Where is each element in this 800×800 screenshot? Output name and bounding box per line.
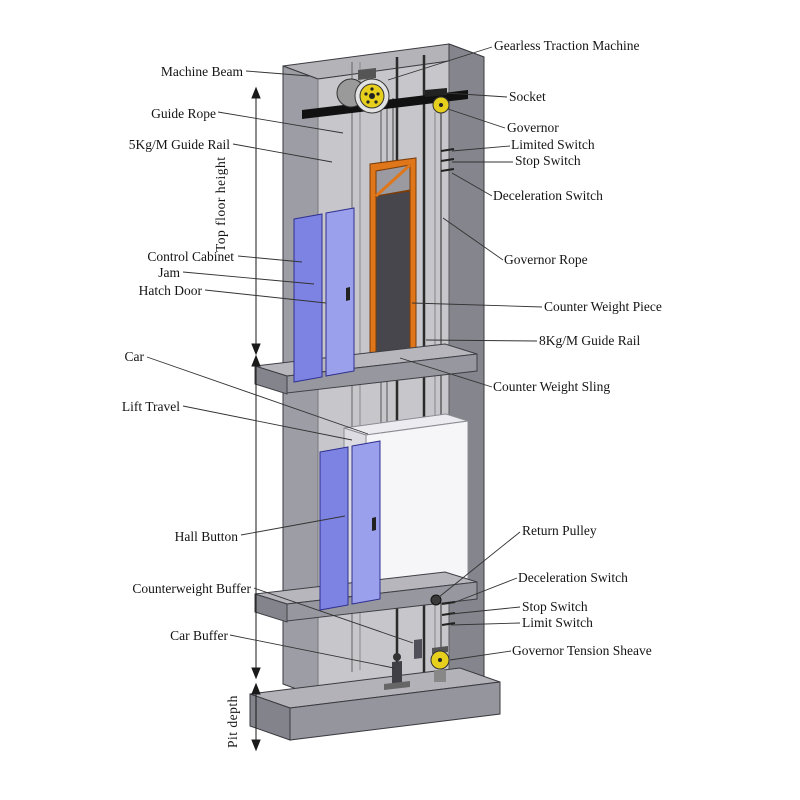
label-jam: Jam xyxy=(158,265,180,280)
leader-counter-weight-sling xyxy=(399,357,493,388)
label-counter-weight-sling: Counter Weight Sling xyxy=(493,379,611,394)
dimension-line xyxy=(251,86,261,752)
upper-door-left-leaf xyxy=(293,213,323,383)
lower-door-left-leaf xyxy=(319,446,349,611)
label-limit-switch: Limit Switch xyxy=(522,615,593,630)
car-buffer-body xyxy=(392,661,402,685)
leader-governor-tension-sheave xyxy=(449,650,512,661)
label-socket: Socket xyxy=(509,89,546,104)
leader-governor-rope xyxy=(442,217,504,261)
label-governor-rope: Governor Rope xyxy=(504,252,588,267)
label-stop-switch-top: Stop Switch xyxy=(515,153,581,168)
label-machine-beam: Machine Beam xyxy=(160,64,243,79)
leader-guide-rail-5kg xyxy=(232,143,333,163)
leader-car-buffer xyxy=(229,634,395,669)
leader-limit-switch xyxy=(450,622,521,626)
label-counterweight-buffer: Counterweight Buffer xyxy=(132,581,251,596)
oil-cup xyxy=(393,653,401,661)
leader-machine-beam xyxy=(245,70,310,77)
counterweight-buffer xyxy=(414,639,422,659)
machine-assembly xyxy=(302,68,468,119)
leader-control-cabinet xyxy=(237,255,303,263)
socket-box xyxy=(425,88,447,97)
label-counter-weight-piece: Counter Weight Piece xyxy=(544,299,662,314)
leader-hatch-door xyxy=(204,289,327,304)
label-limited-switch: Limited Switch xyxy=(511,137,595,152)
label-guide-rope: Guide Rope xyxy=(151,106,216,121)
lower-switches xyxy=(441,601,456,626)
leader-lift-travel xyxy=(182,405,353,441)
upper-door-right-leaf xyxy=(325,207,355,377)
label-car-buffer: Car Buffer xyxy=(170,628,228,643)
leader-limited-switch xyxy=(451,145,511,152)
label-control-cabinet: Control Cabinet xyxy=(147,249,234,264)
label-top-floor-height: Top floor height xyxy=(213,156,228,252)
label-hall-button: Hall Button xyxy=(174,529,238,544)
label-governor: Governor xyxy=(507,120,559,135)
lower-hatch-door xyxy=(319,440,381,611)
label-guide-rail-5kg: 5Kg/M Guide Rail xyxy=(128,137,230,152)
label-guide-rail-8kg: 8Kg/M Guide Rail xyxy=(539,333,641,348)
leader-car xyxy=(146,356,369,435)
lower-door-right-leaf xyxy=(351,440,381,605)
leader-hall-button xyxy=(240,515,346,536)
label-governor-tension-sheave: Governor Tension Sheave xyxy=(512,643,652,658)
car-buffer-base xyxy=(384,681,410,690)
leader-return-pulley xyxy=(438,531,521,598)
leader-gearless-machine xyxy=(387,46,493,81)
leader-governor xyxy=(447,108,506,129)
upper-switches xyxy=(440,148,455,172)
pit-equipment xyxy=(384,594,450,690)
leader-counter-weight-piece xyxy=(411,302,543,308)
label-deceleration-switch-bottom: Deceleration Switch xyxy=(518,570,628,585)
machine-bracket xyxy=(358,68,376,80)
label-deceleration-switch-top: Deceleration Switch xyxy=(493,188,603,203)
leader-counterweight-buffer xyxy=(253,587,414,644)
leader-jam xyxy=(182,271,315,285)
leader-guide-rail-8kg xyxy=(425,339,538,342)
leader-stop-switch-bottom xyxy=(450,606,521,615)
label-hatch-door: Hatch Door xyxy=(138,283,202,298)
label-stop-switch-bottom: Stop Switch xyxy=(522,599,588,614)
lower-door-handle xyxy=(372,517,376,531)
leader-lines xyxy=(146,46,543,669)
label-gearless-traction-machine: Gearless Traction Machine xyxy=(494,38,640,53)
return-pulley xyxy=(430,594,442,606)
upper-hatch-door xyxy=(293,207,355,383)
label-return-pulley: Return Pulley xyxy=(522,523,597,538)
leader-guide-rope xyxy=(217,111,344,134)
counterweight xyxy=(369,157,417,363)
counterweight-pieces xyxy=(375,190,411,356)
label-car: Car xyxy=(124,349,145,364)
leader-deceleration-bottom xyxy=(452,577,518,604)
label-lift-travel: Lift Travel xyxy=(121,399,180,414)
leader-deceleration-top xyxy=(451,172,493,197)
tension-weight xyxy=(434,670,446,682)
label-pit-depth: Pit depth xyxy=(225,695,240,748)
upper-door-handle xyxy=(346,287,350,301)
leader-socket xyxy=(445,92,508,98)
